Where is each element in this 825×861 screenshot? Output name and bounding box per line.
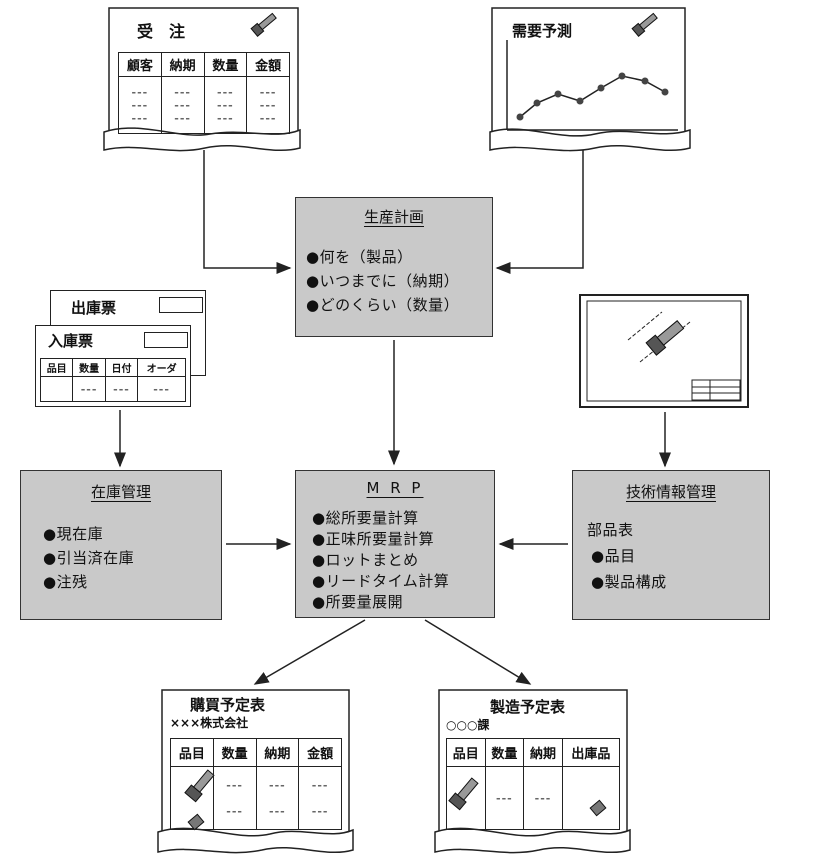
inventory-item: ●注残 (43, 573, 88, 591)
purchase-header-item: 品目 (170, 738, 214, 767)
inventory-item: ●現在庫 (43, 525, 104, 543)
receiving-slip-table: 品目 数量 日付 オーダ --------- (39, 358, 186, 402)
mrp-item: ●所要量展開 (312, 593, 404, 611)
order-document-title: 受 注 (137, 22, 186, 41)
manufacturing-header-issue: 出庫品 (561, 738, 621, 767)
production-plan-item: ●どのくらい（数量） (306, 296, 460, 314)
tech-info-title: 技術情報管理 (625, 483, 716, 501)
tech-info-subtitle: 部品表 (587, 521, 634, 539)
forecast-document-title: 需要予測 (512, 22, 573, 40)
tech-info-box: 技術情報管理 部品表 ●品目 ●製品構成 (572, 470, 770, 620)
receiving-slip-title: 入庫票 (48, 332, 94, 350)
order-header-amount: 金額 (246, 52, 290, 77)
purchase-schedule-title: 購買予定表 (190, 696, 266, 714)
arrow-forecast-to-plan (495, 150, 584, 274)
shipping-slip-title: 出庫票 (71, 299, 117, 317)
purchase-header-due-date: 納期 (255, 738, 300, 767)
purchase-schedule-company: ×××株式会社 (170, 716, 249, 730)
inventory-box: 在庫管理 ●現在庫 ●引当済在庫 ●注残 (20, 470, 222, 620)
receiving-header-quantity: 数量 (72, 358, 106, 377)
receiving-header-item: 品目 (39, 358, 74, 377)
arrow-order-to-plan (203, 150, 292, 274)
manufacturing-schedule-table: 品目 数量 納期 出庫品 ------ (446, 738, 621, 830)
bolt-icon-order (250, 12, 277, 37)
manufacturing-header-item: 品目 (446, 738, 486, 767)
receiving-slip: 入庫票 品目 数量 日付 オーダ --------- (35, 325, 191, 407)
receiving-slip-box (144, 332, 188, 348)
mrp-item: ●正味所要量計算 (312, 530, 435, 548)
arrow-mrp-to-purchase (253, 619, 366, 685)
purchase-header-quantity: 数量 (212, 738, 257, 767)
manufacturing-schedule-dept: ○○○課 (446, 718, 490, 732)
mrp-item: ●リードタイム計算 (312, 572, 450, 590)
receiving-header-order: オーダ (137, 358, 186, 377)
manufacturing-header-due-date: 納期 (523, 738, 563, 767)
receiving-header-date: 日付 (104, 358, 139, 377)
order-header-quantity: 数量 (203, 52, 248, 77)
production-plan-box: 生産計画 ●何を（製品） ●いつまでに（納期） ●どのくらい（数量） (295, 197, 493, 337)
mrp-title: M R P (366, 479, 424, 497)
inventory-item: ●引当済在庫 (43, 549, 135, 567)
mrp-item: ●ロットまとめ (312, 551, 419, 569)
tech-info-item: ●品目 (591, 547, 636, 565)
order-table: 顧客 納期 数量 金額 ----------------------------… (118, 52, 290, 134)
inventory-title: 在庫管理 (90, 483, 151, 501)
purchase-header-amount: 金額 (298, 738, 342, 767)
production-plan-item: ●いつまでに（納期） (306, 272, 460, 290)
order-header-due-date: 納期 (160, 52, 205, 77)
bolt-icon-drawing (645, 320, 685, 356)
forecast-document-shape (489, 7, 691, 152)
purchase-schedule-table: 品目 数量 納期 金額 ------------------ (170, 738, 342, 830)
shipping-slip-box (159, 297, 203, 313)
order-header-customer: 顧客 (118, 52, 162, 77)
mrp-box: M R P ●総所要量計算 ●正味所要量計算 ●ロットまとめ ●リードタイム計算… (295, 470, 495, 618)
manufacturing-schedule-title: 製造予定表 (490, 698, 566, 716)
mrp-item: ●総所要量計算 (312, 509, 419, 527)
production-plan-item: ●何を（製品） (306, 248, 413, 266)
manufacturing-header-quantity: 数量 (484, 738, 525, 767)
arrow-mrp-to-manufacturing (424, 619, 532, 685)
production-plan-title: 生産計画 (363, 208, 424, 226)
bolt-icon-forecast (631, 12, 658, 37)
tech-info-item: ●製品構成 (591, 573, 667, 591)
technical-drawing-shape (579, 294, 749, 408)
